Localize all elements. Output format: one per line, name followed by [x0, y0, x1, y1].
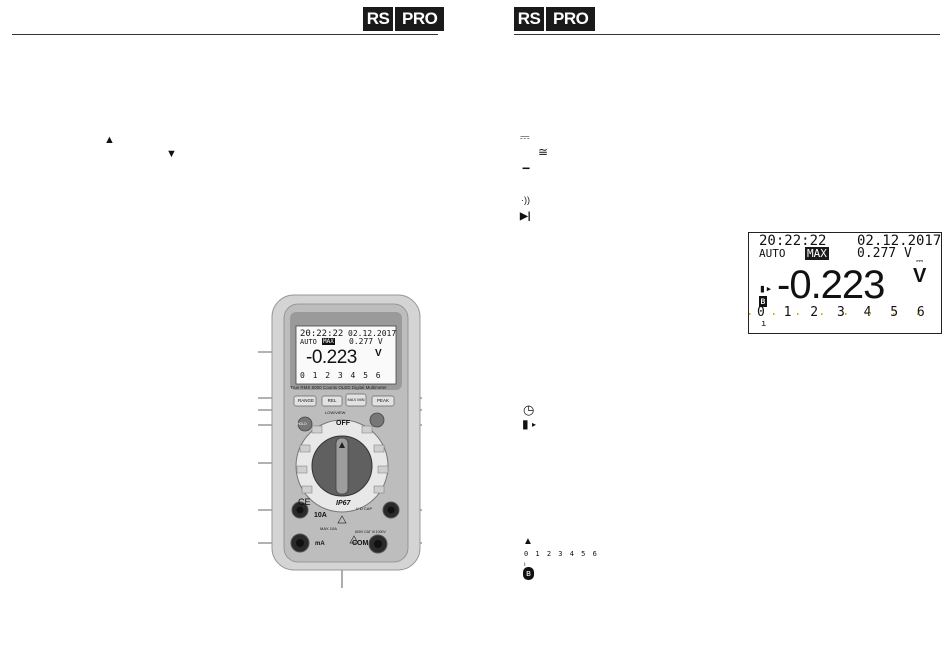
- meter-lcd-unit: V: [375, 348, 382, 359]
- up-arrow-icon: ▲: [104, 134, 115, 146]
- triangle-icon: ▲: [523, 536, 533, 547]
- meter-hold-label: HOLD: [297, 422, 307, 426]
- brand-rs: RS: [514, 7, 544, 31]
- battery-icon: ▮: [522, 417, 529, 431]
- header-rule-left: [12, 34, 438, 35]
- bluetooth-icon: ʙ: [523, 567, 534, 580]
- lcd-bar-marker: ı: [761, 319, 767, 329]
- brand-logo-right: RS PRO: [514, 7, 596, 31]
- meter-max10a: MAX 10A: [320, 526, 337, 531]
- dc-symbol-icon: ⎓: [520, 130, 530, 144]
- meter-ip67: IP67: [336, 500, 351, 507]
- header-rule-right: [514, 34, 940, 35]
- meter-lcd-auto: AUTO: [300, 338, 317, 346]
- multimeter-illustration: [258, 294, 422, 588]
- lcd-bluetooth-icon: ʙ: [759, 296, 768, 307]
- meter-ce: CE: [298, 497, 311, 507]
- lcd-sub-reading: 0.277 V: [857, 246, 912, 261]
- minus-symbol-icon: −: [522, 160, 531, 176]
- meter-off-label: OFF: [336, 420, 350, 427]
- meter-lcd-sub: 0.277 V: [349, 337, 383, 346]
- lcd-dc-mark: ⎓: [916, 257, 924, 267]
- lcd-date: 02.12.2017: [857, 233, 942, 249]
- continuity-icon: ·)): [521, 195, 530, 205]
- diode-icon: ▶|: [520, 211, 531, 222]
- meter-fuse-label: 600V CAT III 1000V: [355, 530, 386, 534]
- lcd-time: 20:22:22: [759, 233, 827, 249]
- meter-button-rel: REL: [327, 398, 337, 403]
- meter-lcd-scale: 0 1 2 3 4 5 6: [300, 371, 381, 380]
- bargraph-marker: ı: [524, 562, 526, 568]
- lcd-bargraph-scale: 0 1 2 3 4 5 6: [757, 305, 925, 320]
- meter-lcd-max: MAX: [322, 338, 335, 345]
- bargraph-scale-small: 0 1 2 3 4 5 6: [524, 550, 597, 558]
- lcd-main-reading: -0.223: [777, 263, 885, 307]
- brand-rs: RS: [363, 7, 393, 31]
- meter-lcd-time: 20:22:22: [300, 329, 344, 339]
- lcd-auto: AUTO: [759, 247, 786, 260]
- lcd-battery-icon: ▮▸: [759, 282, 773, 295]
- meter-button-maxmin: MAX MIN: [347, 397, 365, 402]
- lcd-display-enlarged: 20:22:22 02.12.2017 AUTO MAX 0.277 V ⎓ ▮…: [748, 232, 942, 334]
- ac-dc-symbol-icon: ≅: [538, 145, 549, 159]
- meter-com-label: COM: [352, 540, 369, 547]
- meter-lowview: LOW/VIEW: [325, 410, 346, 415]
- brand-logo-left: RS PRO: [363, 7, 445, 31]
- meter-10a: 10A: [314, 512, 327, 519]
- meter-vsign: V Ω CAP: [356, 506, 373, 511]
- brand-pro: PRO: [395, 7, 445, 31]
- clock-icon: ◷: [523, 402, 535, 417]
- battery-tip: ▸: [532, 420, 537, 429]
- meter-button-range: RANGE: [297, 398, 314, 403]
- meter-button-peak: PEAK: [376, 398, 389, 403]
- meter-lcd-date: 02.12.2017: [348, 329, 397, 338]
- meter-lcd-main: -0.223: [306, 347, 357, 368]
- lcd-max-badge: MAX: [805, 247, 829, 260]
- meter-subtitle: True RMS 6000 Counts OLED Digital Multim…: [290, 385, 387, 390]
- lcd-unit: V: [913, 265, 927, 287]
- down-arrow-icon: ▼: [166, 148, 177, 160]
- meter-ma-label: mA: [315, 541, 325, 547]
- lcd-bargraph-ticks: [749, 313, 919, 315]
- brand-pro: PRO: [546, 7, 596, 31]
